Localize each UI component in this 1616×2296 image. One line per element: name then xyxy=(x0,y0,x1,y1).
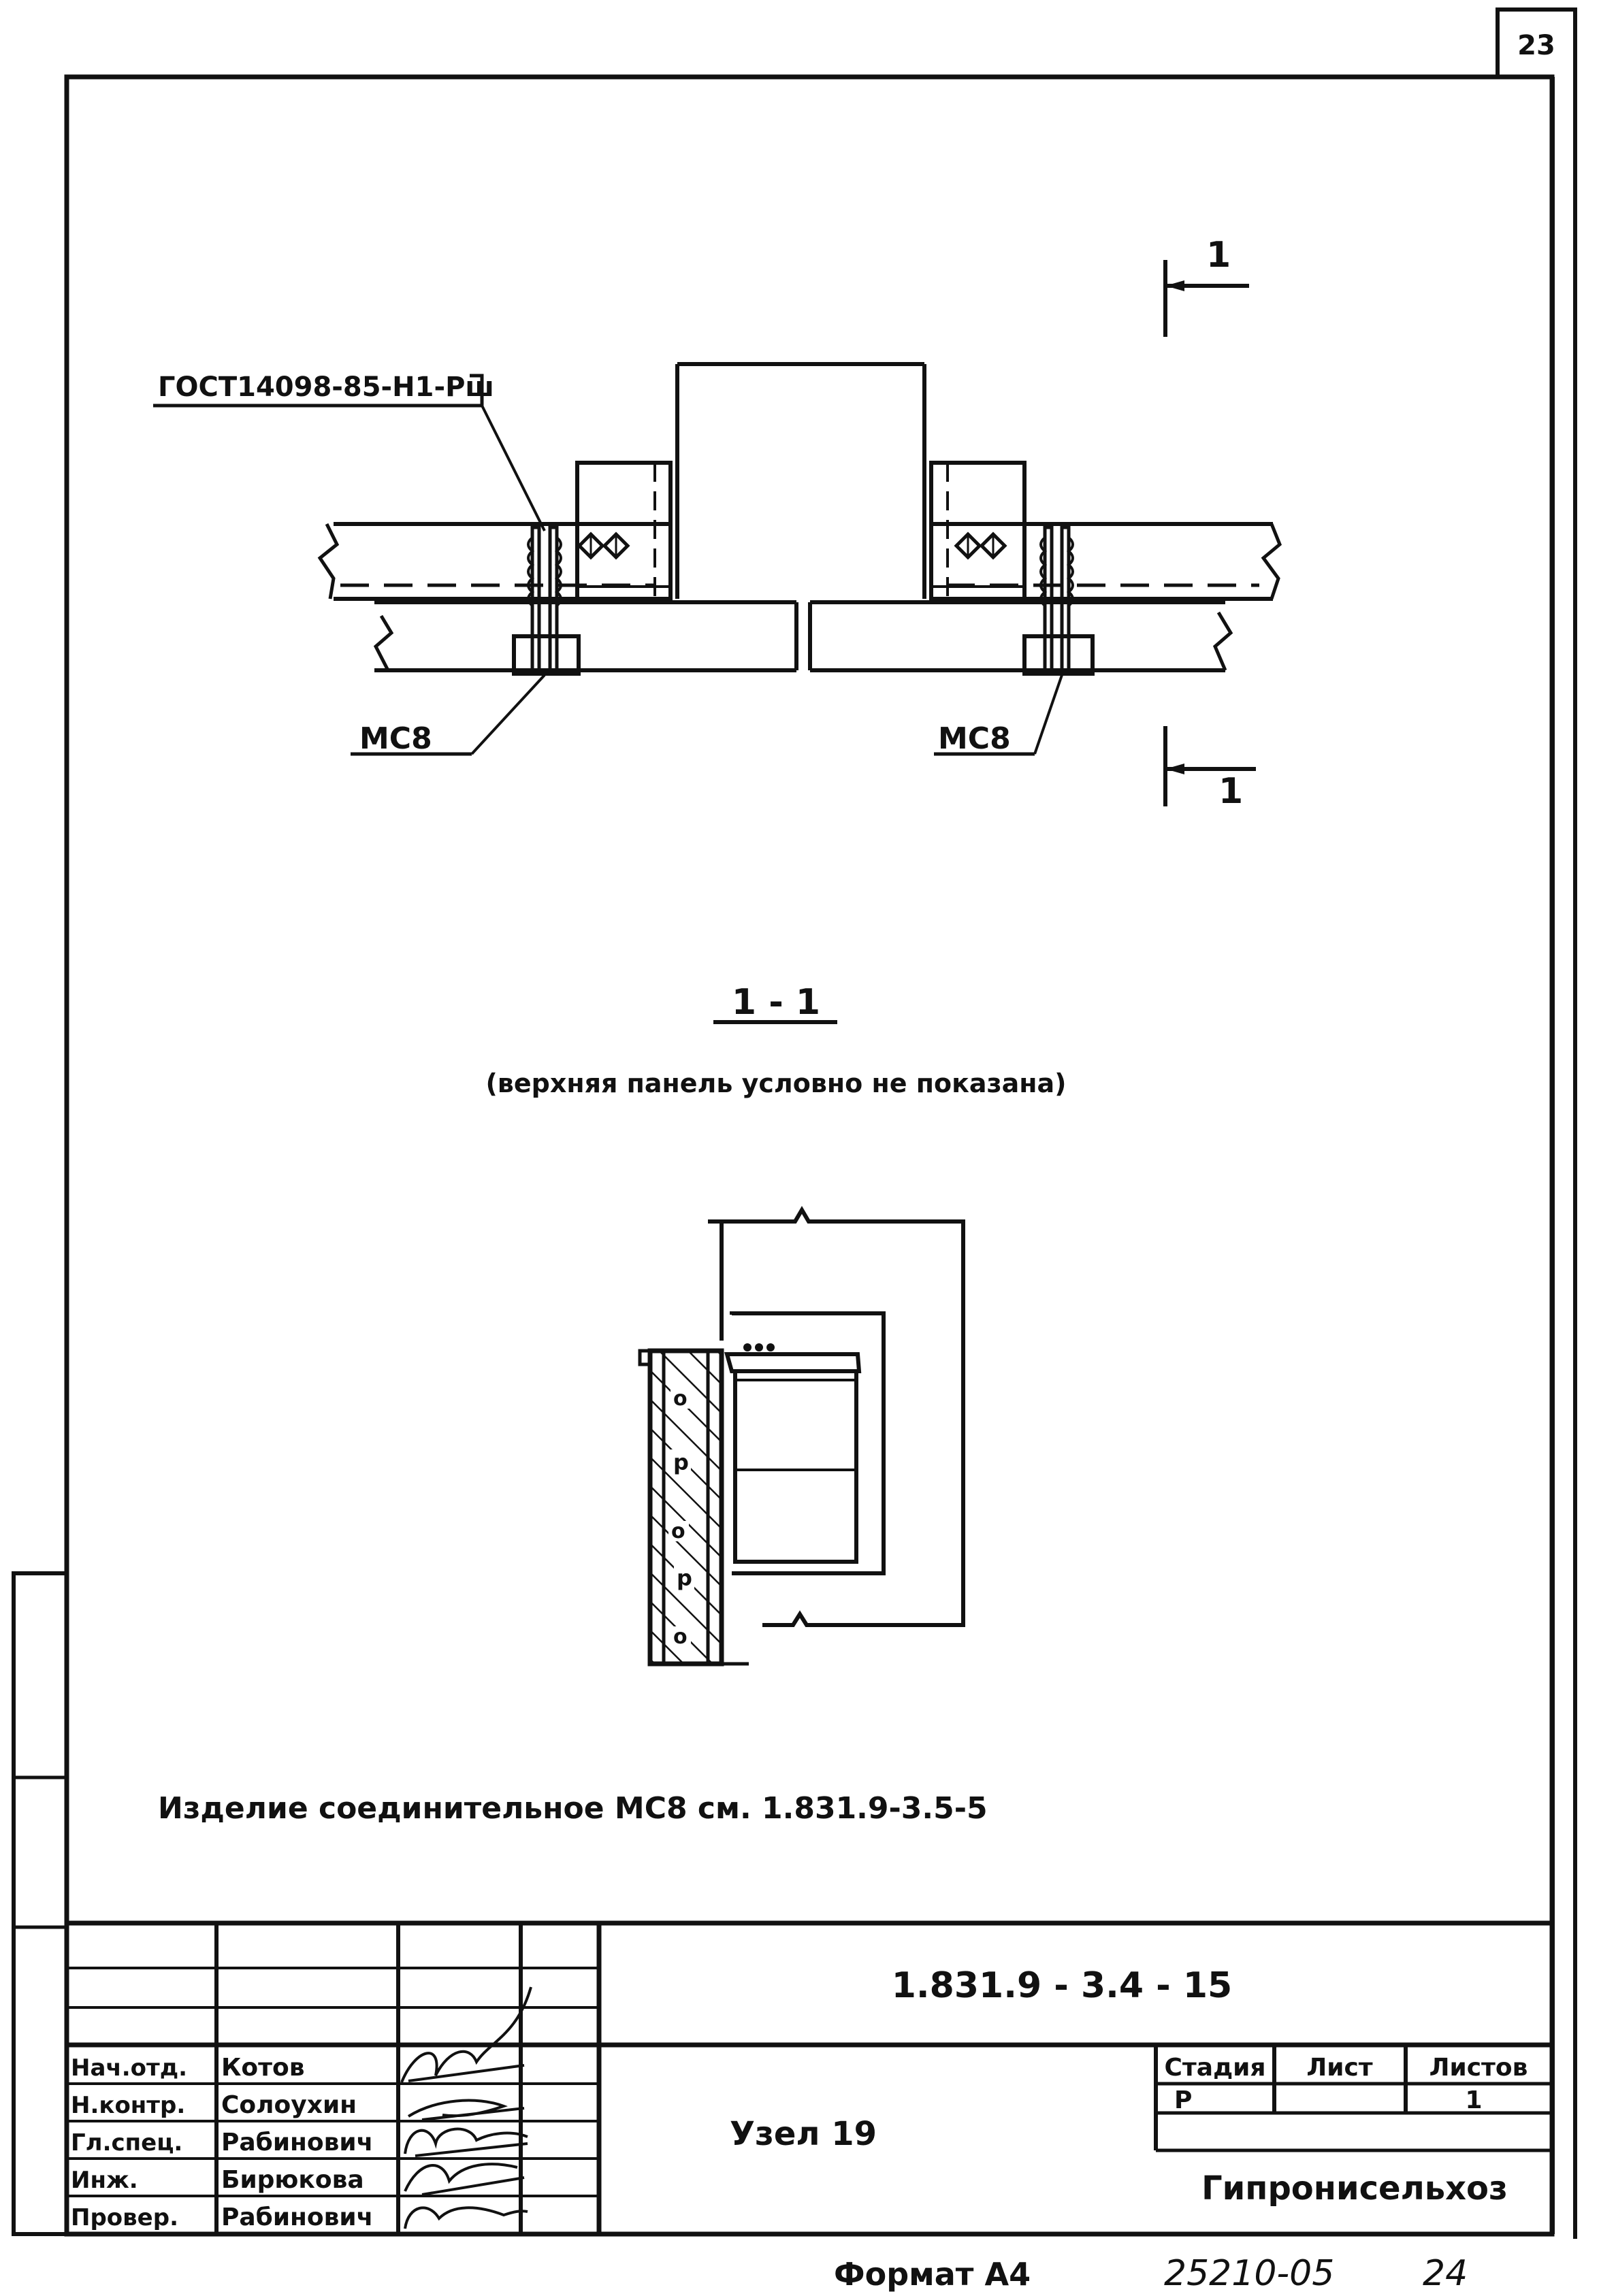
signature-row: Н.контр. Солоухин xyxy=(71,2091,357,2119)
plan-view: 1 1 ГОСТ14098-85-Н1-Рш xyxy=(153,235,1282,812)
right-floor-slab xyxy=(808,600,1233,672)
archive-number: 25210-05 xyxy=(1164,2253,1334,2294)
signature-name: Рабинович xyxy=(221,2129,373,2156)
handwritten-signatures xyxy=(400,1986,532,2229)
section-mark-top: 1 xyxy=(1163,235,1249,337)
central-column xyxy=(675,362,926,599)
general-note: Изделие соединительное МС8 см. 1.831.9-3… xyxy=(158,1791,988,1826)
signature-role: Нач.отд. xyxy=(71,2054,187,2082)
section-wall-panel: о р о р о xyxy=(638,1348,749,1667)
signature-row: Провер. Рабинович xyxy=(71,2203,373,2231)
section-bracket xyxy=(724,1343,862,1564)
sheets-value: 1 xyxy=(1465,2086,1482,2114)
signature-name: Котов xyxy=(221,2054,305,2082)
stage-value: Р xyxy=(1174,2086,1192,2114)
section-view: 1 - 1 (верхняя панель условно не показан… xyxy=(485,982,1067,1667)
signature-row: Инж. Бирюкова xyxy=(71,2166,364,2194)
section-mark-bottom-label: 1 xyxy=(1218,771,1243,812)
section-mark-top-label: 1 xyxy=(1206,235,1231,276)
signature-name: Бирюкова xyxy=(221,2166,364,2194)
sheets-header: Листов xyxy=(1429,2054,1528,2082)
signature-name: Солоухин xyxy=(221,2091,357,2119)
svg-text:р: р xyxy=(673,1449,689,1475)
gost-callout: ГОСТ14098-85-Н1-Рш xyxy=(158,372,494,403)
svg-text:р: р xyxy=(677,1565,692,1591)
connector-right-label: МС8 xyxy=(938,721,1011,756)
designation: 1.831.9 - 3.4 - 15 xyxy=(892,1965,1232,2006)
signature-role: Н.контр. xyxy=(71,2092,185,2119)
stage-header: Стадия xyxy=(1165,2054,1266,2082)
svg-text:о: о xyxy=(673,1387,688,1411)
signature-row: Нач.отд. Котов xyxy=(71,2054,305,2082)
left-bracket xyxy=(575,461,673,604)
archive-sheet: 24 xyxy=(1423,2253,1468,2294)
section-title: 1 - 1 xyxy=(732,982,820,1023)
signature-name: Рабинович xyxy=(221,2203,373,2231)
organization: Гипронисельхоз xyxy=(1201,2169,1508,2208)
left-floor-slab xyxy=(373,600,798,672)
signature-role: Гл.спец. xyxy=(71,2129,182,2156)
section-mark-bottom: 1 xyxy=(1163,726,1256,812)
section-note: (верхняя панель условно не показана) xyxy=(485,1068,1066,1098)
drawing-name: Узел 19 xyxy=(730,2115,877,2153)
corner-sheet-box: 23 xyxy=(1496,7,1577,2239)
svg-text:о: о xyxy=(671,1520,685,1543)
signature-row: Гл.спец. Рабинович xyxy=(71,2129,373,2156)
corner-sheet-number: 23 xyxy=(1517,30,1555,61)
section-column xyxy=(708,1206,965,1627)
section-plate xyxy=(730,1311,886,1575)
right-connector-pad xyxy=(1022,634,1095,676)
left-connector-pad xyxy=(512,634,581,676)
title-block: 1.831.9 - 3.4 - 15 Узел 19 Гипронисельхо… xyxy=(67,1920,1552,2234)
connector-left-label: МС8 xyxy=(359,721,432,756)
signature-role: Провер. xyxy=(71,2204,178,2231)
right-bracket xyxy=(929,461,1027,604)
binding-strip xyxy=(12,1571,67,2236)
format-label: Формат А4 xyxy=(834,2256,1031,2293)
sheet-header: Лист xyxy=(1306,2054,1372,2082)
left-wall-panel xyxy=(317,522,670,601)
signature-role: Инж. xyxy=(71,2167,138,2194)
svg-text:о: о xyxy=(673,1625,688,1649)
